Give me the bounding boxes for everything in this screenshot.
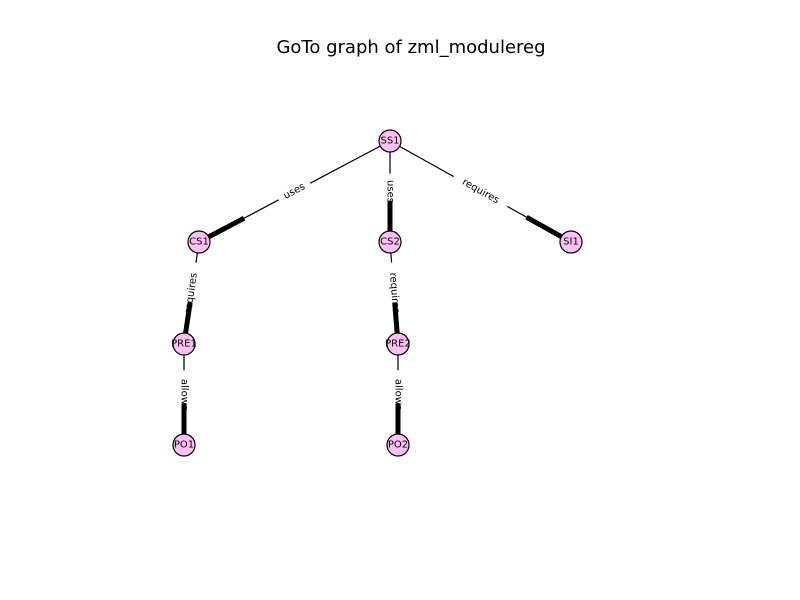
edge-arrowhead xyxy=(183,302,193,334)
node-label: CS1 xyxy=(189,237,209,248)
node-label: SS1 xyxy=(380,136,399,147)
node-label: SI1 xyxy=(563,237,579,248)
edge-pre2-po2: allows xyxy=(393,355,404,434)
edge-label: uses xyxy=(385,180,396,203)
edge-arrowhead xyxy=(392,302,400,334)
edge-line xyxy=(506,205,527,218)
edge-arrowhead xyxy=(525,214,563,239)
edge-label: allows xyxy=(179,379,190,410)
edge-ss1-cs2: uses xyxy=(385,152,396,231)
node-cs1[interactable]: CS1 xyxy=(187,230,211,254)
node-po1[interactable]: PO1 xyxy=(172,433,196,457)
node-po2[interactable]: PO2 xyxy=(386,433,410,457)
edge-cs1-pre1: requires xyxy=(183,252,200,334)
node-circle xyxy=(386,332,410,356)
edge-label: allows xyxy=(393,379,404,410)
node-circle xyxy=(172,332,196,356)
graph-title: GoTo graph of zml_modulereg xyxy=(276,37,545,58)
edge-line xyxy=(309,145,381,184)
node-ss1[interactable]: SS1 xyxy=(378,129,402,153)
node-circle xyxy=(187,230,211,254)
edge-line xyxy=(195,252,198,263)
node-label: PO2 xyxy=(388,440,408,451)
edge-pre1-po1: allows xyxy=(179,355,190,434)
node-pre1[interactable]: PRE1 xyxy=(171,332,197,356)
edge-ss1-si1: requires xyxy=(399,145,563,239)
edge-label: uses xyxy=(282,181,307,201)
node-cs2[interactable]: CS2 xyxy=(378,230,402,254)
edge-cs2-pre2: requires xyxy=(387,252,401,334)
node-circle xyxy=(378,230,402,254)
edge-line xyxy=(390,252,393,263)
edge-line xyxy=(243,199,280,219)
edge-arrowhead xyxy=(207,215,246,240)
node-circle xyxy=(559,230,583,254)
edge-line xyxy=(399,145,455,178)
node-label: PRE2 xyxy=(385,339,411,350)
node-circle xyxy=(172,433,196,457)
edge-label: requires xyxy=(387,272,401,314)
node-label: PO1 xyxy=(174,440,194,451)
node-pre2[interactable]: PRE2 xyxy=(385,332,411,356)
node-label: CS2 xyxy=(380,237,400,248)
edges-layer: uses uses requires requires requires allows al… xyxy=(179,145,563,434)
node-circle xyxy=(378,129,402,153)
edge-label: requires xyxy=(183,272,200,314)
edge-ss1-cs1: uses xyxy=(207,145,381,240)
node-label: PRE1 xyxy=(171,339,197,350)
edge-label: requires xyxy=(460,177,501,206)
node-si1[interactable]: SI1 xyxy=(559,230,583,254)
node-circle xyxy=(386,433,410,457)
